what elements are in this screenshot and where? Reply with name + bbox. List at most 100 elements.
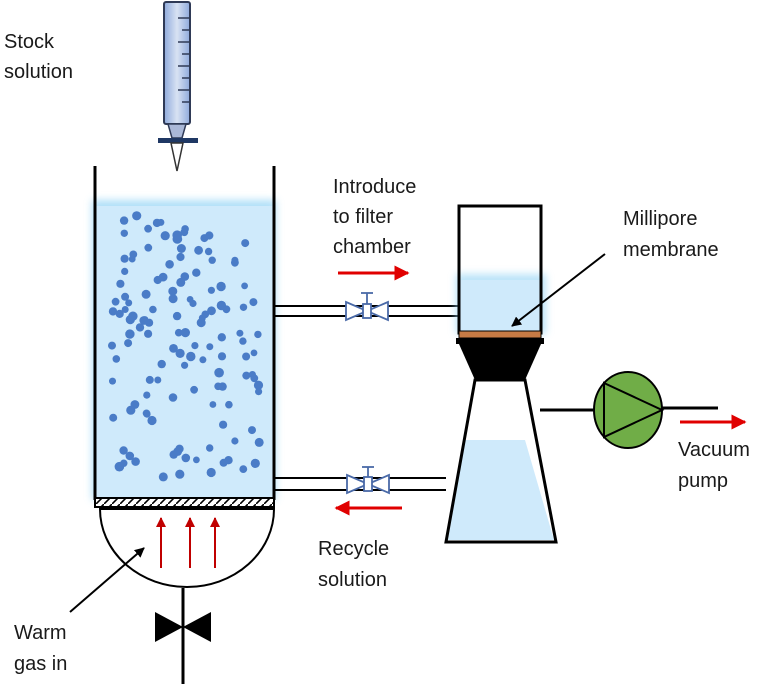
warm-gas-label-line1: Warm [14, 622, 67, 644]
foam-particle [141, 316, 149, 323]
foam-particle [125, 451, 135, 461]
membrane-pointer-arrow [511, 253, 606, 327]
foam-particle [241, 282, 249, 290]
foam-particle [216, 300, 227, 311]
foam-particle [160, 231, 170, 241]
foam-particle [149, 305, 157, 314]
foam-particle [219, 420, 228, 429]
foam-particle [126, 405, 136, 415]
foam-particle [180, 228, 189, 237]
foam-particle [121, 306, 129, 313]
foam-particle [108, 341, 116, 350]
foam-particle [168, 393, 178, 402]
recycle-label-line2: solution [318, 569, 387, 591]
foam-particle [157, 218, 165, 226]
foam-particle [254, 437, 264, 447]
foam-particle [165, 260, 174, 269]
valve-icon[interactable] [345, 292, 389, 322]
introduce-label-line2: to filter [333, 206, 393, 228]
introduce-label-line3: chamber [333, 236, 411, 258]
foam-particle [250, 458, 260, 468]
foam-particle [176, 244, 186, 253]
foam-particle [254, 330, 262, 339]
foam-particle [168, 286, 178, 296]
millipore-label-line1: Millipore [623, 208, 697, 230]
foam-particle [194, 245, 204, 255]
foam-particle [141, 289, 151, 299]
foam-particle [239, 303, 248, 311]
recycle-pipe [274, 477, 446, 491]
foam-particle [175, 469, 185, 479]
foam-particle [144, 243, 153, 252]
foam-particle [209, 401, 217, 408]
valve-icon[interactable] [346, 466, 390, 495]
foam-particle [214, 367, 224, 378]
porous-sparger-plate [94, 497, 275, 508]
foam-particle [144, 329, 153, 338]
foam-particle [125, 329, 135, 339]
foam-particle [132, 211, 142, 221]
foam-particle [169, 450, 178, 459]
foam-particles [108, 211, 264, 482]
bowtie-valve-icon[interactable] [155, 612, 211, 642]
warm-gas-arrows [156, 517, 220, 568]
foam-particle [112, 355, 121, 363]
foam-particle [119, 216, 129, 225]
foam-particle [249, 298, 258, 307]
foam-particle [154, 376, 162, 384]
foam-particle [121, 292, 130, 301]
foam-particle [191, 342, 199, 350]
warm-gas-label-line2: gas in [14, 653, 67, 675]
foam-particle [125, 299, 133, 307]
foam-particle [248, 371, 256, 379]
foam-particle [193, 456, 200, 464]
foam-particle [181, 361, 189, 369]
foam-particle [119, 446, 128, 455]
foam-particle [145, 375, 154, 384]
foam-particle [172, 230, 182, 240]
foam-particle [109, 413, 118, 422]
pump-icon[interactable] [593, 371, 665, 449]
foam-particle [200, 234, 209, 243]
foam-particle [115, 309, 124, 318]
foam-particle [217, 333, 226, 342]
stock-solution-label-line2: solution [4, 61, 73, 83]
foam-particle [239, 465, 248, 473]
stock-solution-label-line1: Stock [4, 31, 55, 53]
foam-particle [241, 239, 250, 248]
foam-particle [135, 323, 145, 332]
syringe-icon [158, 1, 198, 172]
foam-particle [158, 472, 168, 482]
gas-chamber [98, 508, 276, 588]
filter-chamber [456, 204, 546, 380]
vacuum-pump-label-line2: pump [678, 470, 728, 492]
foam-particle [129, 250, 138, 259]
foam-particle [214, 382, 222, 391]
foam-particle [131, 457, 140, 466]
foam-particle [231, 437, 239, 445]
foam-particle [169, 344, 178, 353]
millipore-label-line2: membrane [623, 239, 719, 261]
recycle-label-line1: Recycle [318, 538, 389, 560]
foam-particle [206, 467, 216, 478]
foam-particle [180, 328, 190, 338]
sparger-pointer-arrow [69, 547, 145, 613]
foam-particle [175, 348, 185, 358]
foam-particle [172, 311, 182, 321]
foam-particle [236, 329, 244, 337]
foam-particle [190, 385, 199, 394]
foam-particle [144, 224, 153, 233]
foam-particle [147, 415, 157, 426]
foam-particle [157, 359, 166, 369]
foam-particle [201, 310, 210, 319]
foam-particle [120, 229, 128, 237]
collection-flask [444, 378, 558, 544]
foam-particle [248, 426, 256, 435]
foam-particle [206, 343, 214, 351]
foam-particle [217, 352, 227, 361]
foam-particle [128, 311, 138, 321]
foam-particle [108, 307, 118, 316]
foam-particle [120, 254, 129, 263]
foam-particle [181, 453, 191, 463]
